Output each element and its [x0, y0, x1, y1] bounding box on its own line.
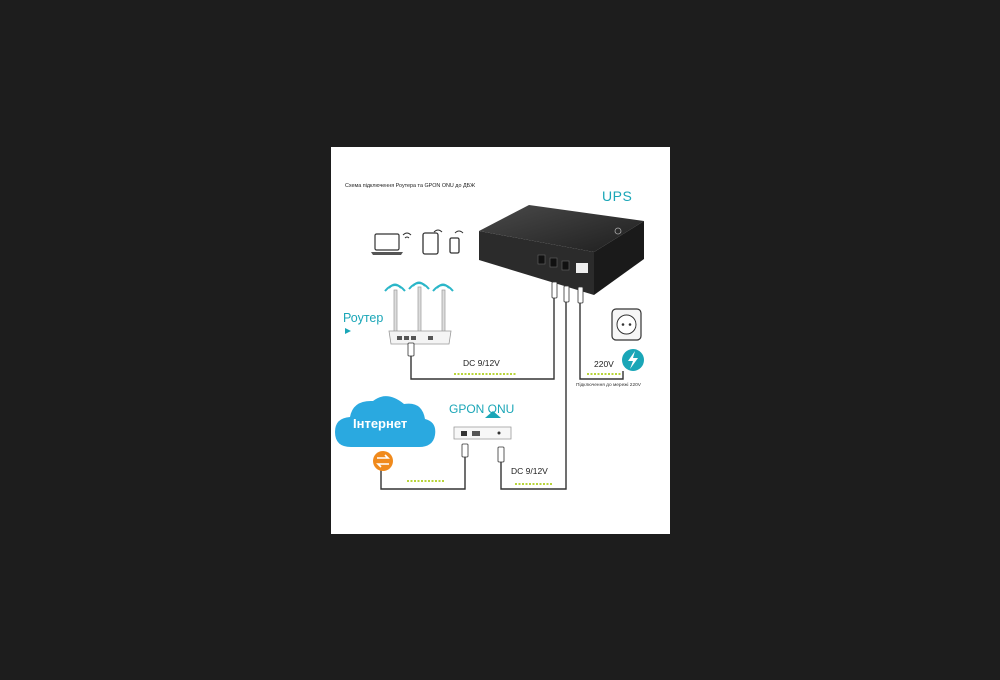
router-label: Роутер [343, 311, 384, 325]
cloud-icon [335, 396, 436, 447]
tablet-icon [422, 232, 439, 255]
phone-icon [449, 237, 460, 254]
mains-caption: Підключення до мережі 220V [576, 383, 642, 388]
laptop-icon [371, 233, 403, 255]
transfer-arrows-icon [373, 451, 393, 471]
wifi-icon [454, 230, 464, 234]
diagram-panel: Схема підключення Роутера та GPON ONU до… [331, 147, 670, 534]
gpon-onu-label: GPON ONU [449, 402, 515, 416]
cable-highlight [407, 373, 621, 485]
dc-voltage-label-router: DC 9/12V [463, 358, 500, 368]
gpon-onu-icon [453, 411, 512, 440]
wifi-icon [433, 229, 443, 233]
diagram-canvas [335, 205, 644, 490]
router-icon [388, 286, 452, 345]
cable-lines [380, 298, 624, 490]
lightning-icon [622, 349, 644, 371]
wifi-icon [402, 232, 412, 239]
internet-label: Інтернет [353, 416, 408, 431]
dc-plug-icon [407, 342, 505, 463]
ups-icon [479, 205, 644, 295]
wifi-icon [384, 281, 454, 292]
ups-label: UPS [602, 188, 633, 204]
diagram-title: Схема підключення Роутера та GPON ONU до… [345, 183, 476, 189]
wall-socket-icon [611, 308, 642, 341]
arrow-icon [345, 328, 351, 334]
dc-voltage-label-onu: DC 9/12V [511, 466, 548, 476]
mains-voltage-label: 220V [594, 359, 614, 369]
